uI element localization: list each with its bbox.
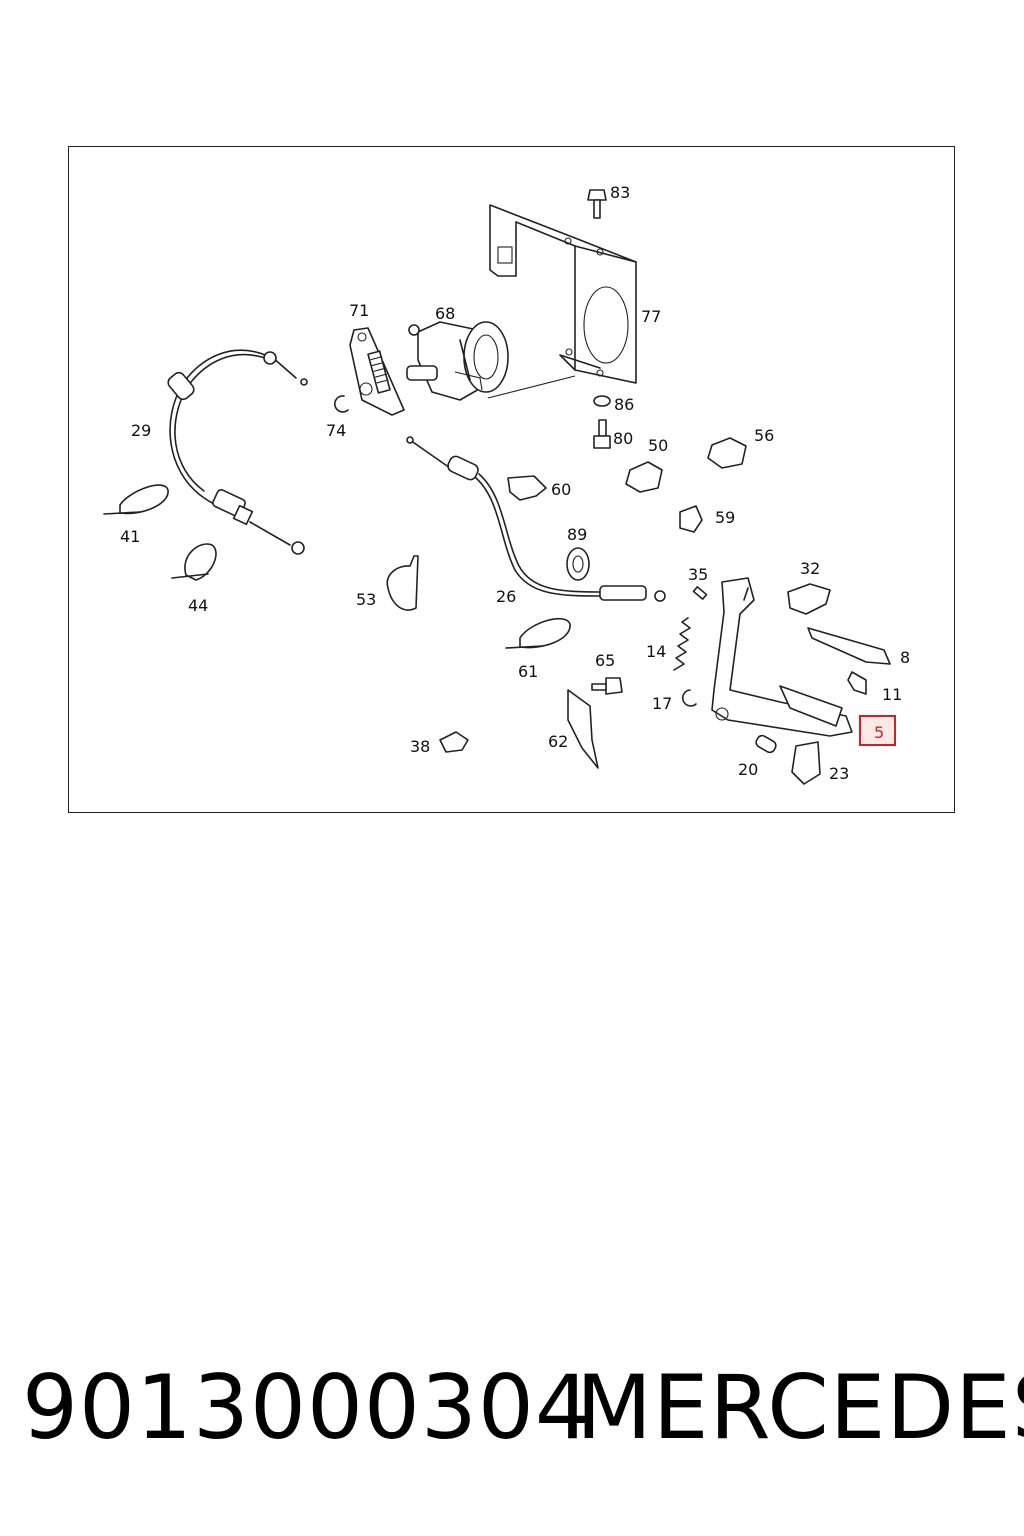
label-77: 77 (641, 307, 661, 326)
pad-8-drawing (807, 627, 891, 665)
label-38: 38 (410, 737, 430, 756)
washer-86-drawing (593, 395, 611, 407)
label-80: 80 (613, 429, 633, 448)
ring-17-drawing (681, 689, 697, 707)
label-83: 83 (610, 183, 630, 202)
clip-74-drawing (334, 395, 349, 413)
label-23: 23 (829, 764, 849, 783)
tie-strap-61-drawing (505, 617, 571, 649)
clip-11-drawing (847, 671, 867, 695)
cable-29-drawing (167, 349, 308, 555)
grommet-89-drawing (566, 547, 590, 581)
label-74: 74 (326, 421, 346, 440)
exploded-parts-diagram: 83 77 71 68 74 86 80 50 56 29 60 59 41 8… (103, 183, 910, 785)
label-26: 26 (496, 587, 516, 606)
clip-56-drawing (707, 437, 747, 469)
bracket-77-drawing (487, 204, 637, 399)
pin-35-drawing (692, 586, 708, 600)
bracket-32-drawing (787, 583, 831, 615)
bracket-62-drawing (567, 689, 599, 769)
highlight-box-part-5 (859, 715, 896, 746)
label-35: 35 (688, 565, 708, 584)
clip-38-drawing (439, 731, 469, 753)
actuator-68-drawing (406, 321, 509, 401)
clip-59-drawing (679, 505, 703, 533)
label-62: 62 (548, 732, 568, 751)
clip-60-drawing (507, 475, 547, 501)
label-20: 20 (738, 760, 758, 779)
spring-14-drawing (673, 617, 691, 671)
bolt-20-drawing (755, 734, 777, 754)
parts-diagram-frame (68, 146, 955, 813)
label-56: 56 (754, 426, 774, 445)
label-29: 29 (131, 421, 151, 440)
label-60: 60 (551, 480, 571, 499)
bushing-23-drawing (791, 741, 821, 785)
clamp-44-drawing (171, 543, 217, 581)
label-11: 11 (882, 685, 902, 704)
bolt-80-drawing (593, 419, 611, 449)
label-50: 50 (648, 436, 668, 455)
clip-53-drawing (386, 555, 419, 611)
label-5: 5 (874, 723, 884, 742)
label-86: 86 (614, 395, 634, 414)
cable-26-drawing (406, 436, 666, 602)
bolt-65-drawing (591, 677, 623, 695)
brand-name: MERCEDES (576, 1356, 1024, 1459)
label-53: 53 (356, 590, 376, 609)
label-65: 65 (595, 651, 615, 670)
label-41: 41 (120, 527, 140, 546)
label-32: 32 (800, 559, 820, 578)
label-59: 59 (715, 508, 735, 527)
clip-50-drawing (625, 461, 663, 493)
bolt-83-drawing (587, 189, 607, 219)
tie-strap-41-drawing (103, 484, 169, 515)
part-number: 9013000304 (22, 1356, 592, 1459)
label-44: 44 (188, 596, 208, 615)
label-68: 68 (435, 304, 455, 323)
plate-71-drawing (349, 327, 405, 416)
label-89: 89 (567, 525, 587, 544)
label-8: 8 (900, 648, 910, 667)
label-61: 61 (518, 662, 538, 681)
label-17: 17 (652, 694, 672, 713)
part-labels: 83 77 71 68 74 86 80 50 56 29 60 59 41 8… (120, 183, 910, 783)
pedal-5-drawing (711, 577, 853, 737)
label-14: 14 (646, 642, 666, 661)
label-71: 71 (349, 301, 369, 320)
